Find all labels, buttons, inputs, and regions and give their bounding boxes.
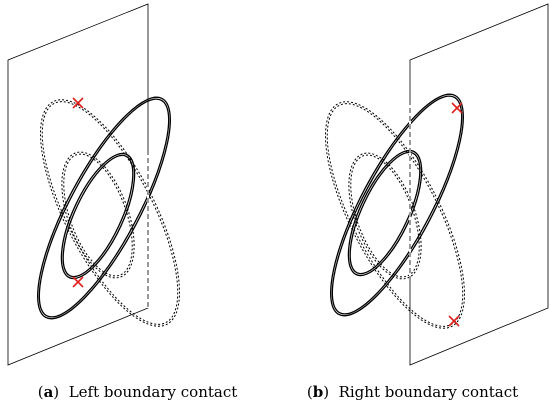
panel-b-diagram: [325, 3, 549, 366]
panel-a-contact-marker-top: [72, 97, 84, 109]
panel-b-inner-orbit-solid: [347, 149, 423, 277]
panel-b-contact-marker-bottom: [448, 315, 460, 327]
panel-a-diagram: [7, 3, 180, 366]
panel-b-caption-text: Right boundary contact: [338, 383, 519, 401]
panel-a-inner-orbit-dotted: [61, 151, 135, 279]
panel-a-outer-orbit-dotted: [40, 99, 180, 327]
panel-a-outer-orbit-solid: [37, 96, 171, 320]
panel-a-caption: (a) Left boundary contact: [37, 383, 238, 401]
panel-b-contact-marker-top: [451, 102, 463, 114]
panel-a-label: a: [43, 383, 54, 401]
panel-a-inner-orbit-solid: [60, 152, 136, 280]
panel-a-contact-marker-bottom: [72, 276, 84, 288]
panel-a-caption-text: Left boundary contact: [68, 383, 238, 401]
panel-b-caption: (b) Right boundary contact: [306, 383, 519, 401]
panel-b-outer-orbit-solid: [330, 93, 464, 317]
panel-b-boundary-plane: [409, 3, 549, 366]
panel-b-label: b: [312, 383, 324, 401]
